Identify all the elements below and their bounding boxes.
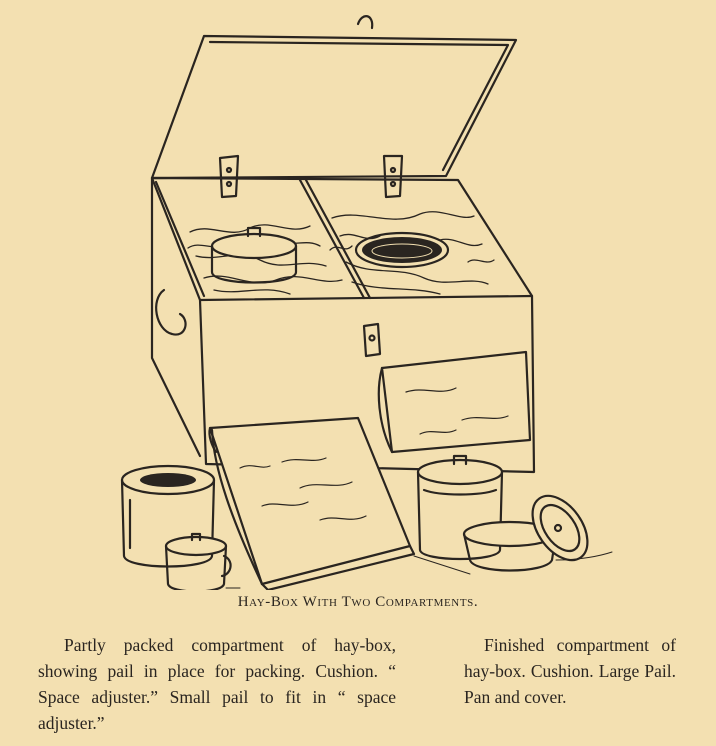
hinge-left (218, 154, 240, 199)
cushion-front (208, 416, 416, 590)
small-pail (164, 532, 232, 590)
hay-box (150, 176, 536, 474)
caption-left-column: Partly packed compartment of hay-box, sh… (38, 635, 396, 733)
box-lid (150, 15, 518, 180)
hay-box-illustration (120, 15, 613, 590)
hinge-right (382, 154, 404, 199)
pan (462, 520, 558, 572)
figure-caption-title: Hay-Box With Two Compartments. (237, 594, 479, 610)
space-adjuster (120, 464, 216, 568)
pail-in-place (210, 226, 298, 284)
ground-shadow (225, 551, 613, 589)
right-compartment-hay (329, 211, 495, 295)
nest-hollow (354, 231, 450, 269)
large-pail (416, 454, 504, 561)
cushion-back (377, 350, 532, 454)
pan-cover (531, 494, 589, 562)
caption-right-column: Finished compartment of hay-box. Cushion… (464, 635, 676, 707)
left-compartment-hay (187, 224, 343, 295)
